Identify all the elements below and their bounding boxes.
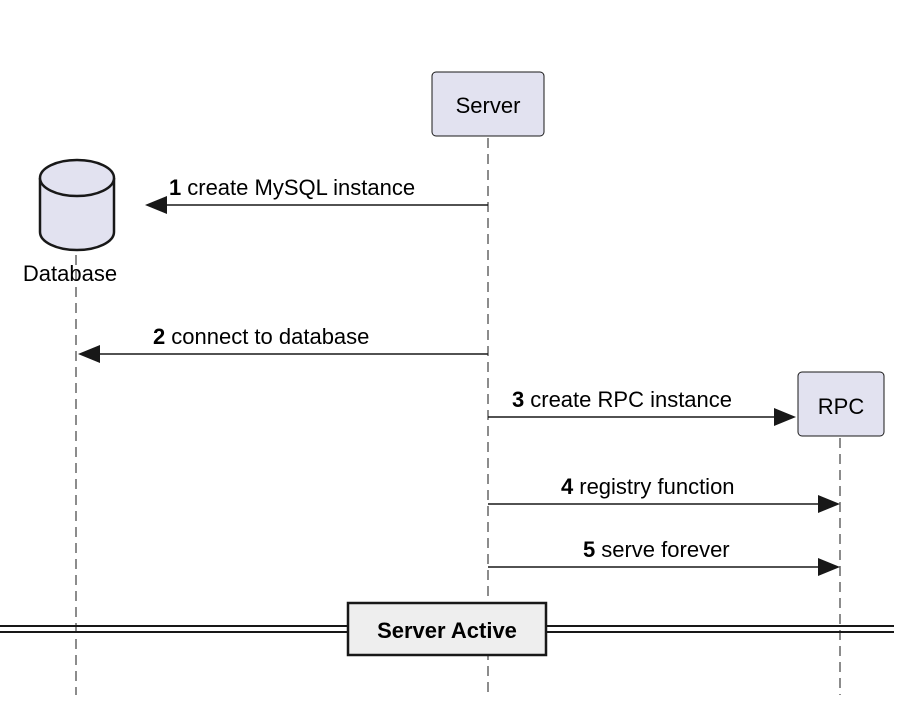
participant-rpc-box bbox=[797, 371, 885, 437]
divider-box bbox=[346, 601, 548, 657]
message-4-arrowhead bbox=[818, 495, 840, 513]
message-1-arrowhead bbox=[145, 196, 167, 214]
participant-rpc[interactable]: RPC bbox=[797, 371, 885, 437]
message-3-number: 3 bbox=[512, 387, 524, 412]
divider: Server Active bbox=[0, 601, 894, 657]
message-1-text: create MySQL instance bbox=[187, 175, 415, 200]
message-4-number: 4 bbox=[561, 474, 574, 499]
message-5-text: serve forever bbox=[601, 537, 729, 562]
message-2-arrowhead bbox=[78, 345, 100, 363]
message-5-arrowhead bbox=[818, 558, 840, 576]
message-3-text: create RPC instance bbox=[530, 387, 732, 412]
participant-rpc-label: RPC bbox=[818, 394, 865, 419]
message-3-arrowhead bbox=[774, 408, 796, 426]
message-4-text: registry function bbox=[579, 474, 734, 499]
participant-server[interactable]: Server bbox=[431, 71, 545, 137]
message-1-number: 1 bbox=[169, 175, 181, 200]
database-icon bbox=[38, 178, 116, 252]
message-2-number: 2 bbox=[153, 324, 165, 349]
database-icon-top bbox=[38, 158, 116, 198]
participant-database-label: Database bbox=[23, 261, 117, 286]
message-5-number: 5 bbox=[583, 537, 595, 562]
participant-server-label: Server bbox=[456, 93, 521, 118]
participant-server-box bbox=[431, 71, 545, 137]
message-2-text: connect to database bbox=[171, 324, 369, 349]
participant-database[interactable]: Database bbox=[23, 158, 117, 286]
divider-label: Server Active bbox=[377, 618, 517, 643]
